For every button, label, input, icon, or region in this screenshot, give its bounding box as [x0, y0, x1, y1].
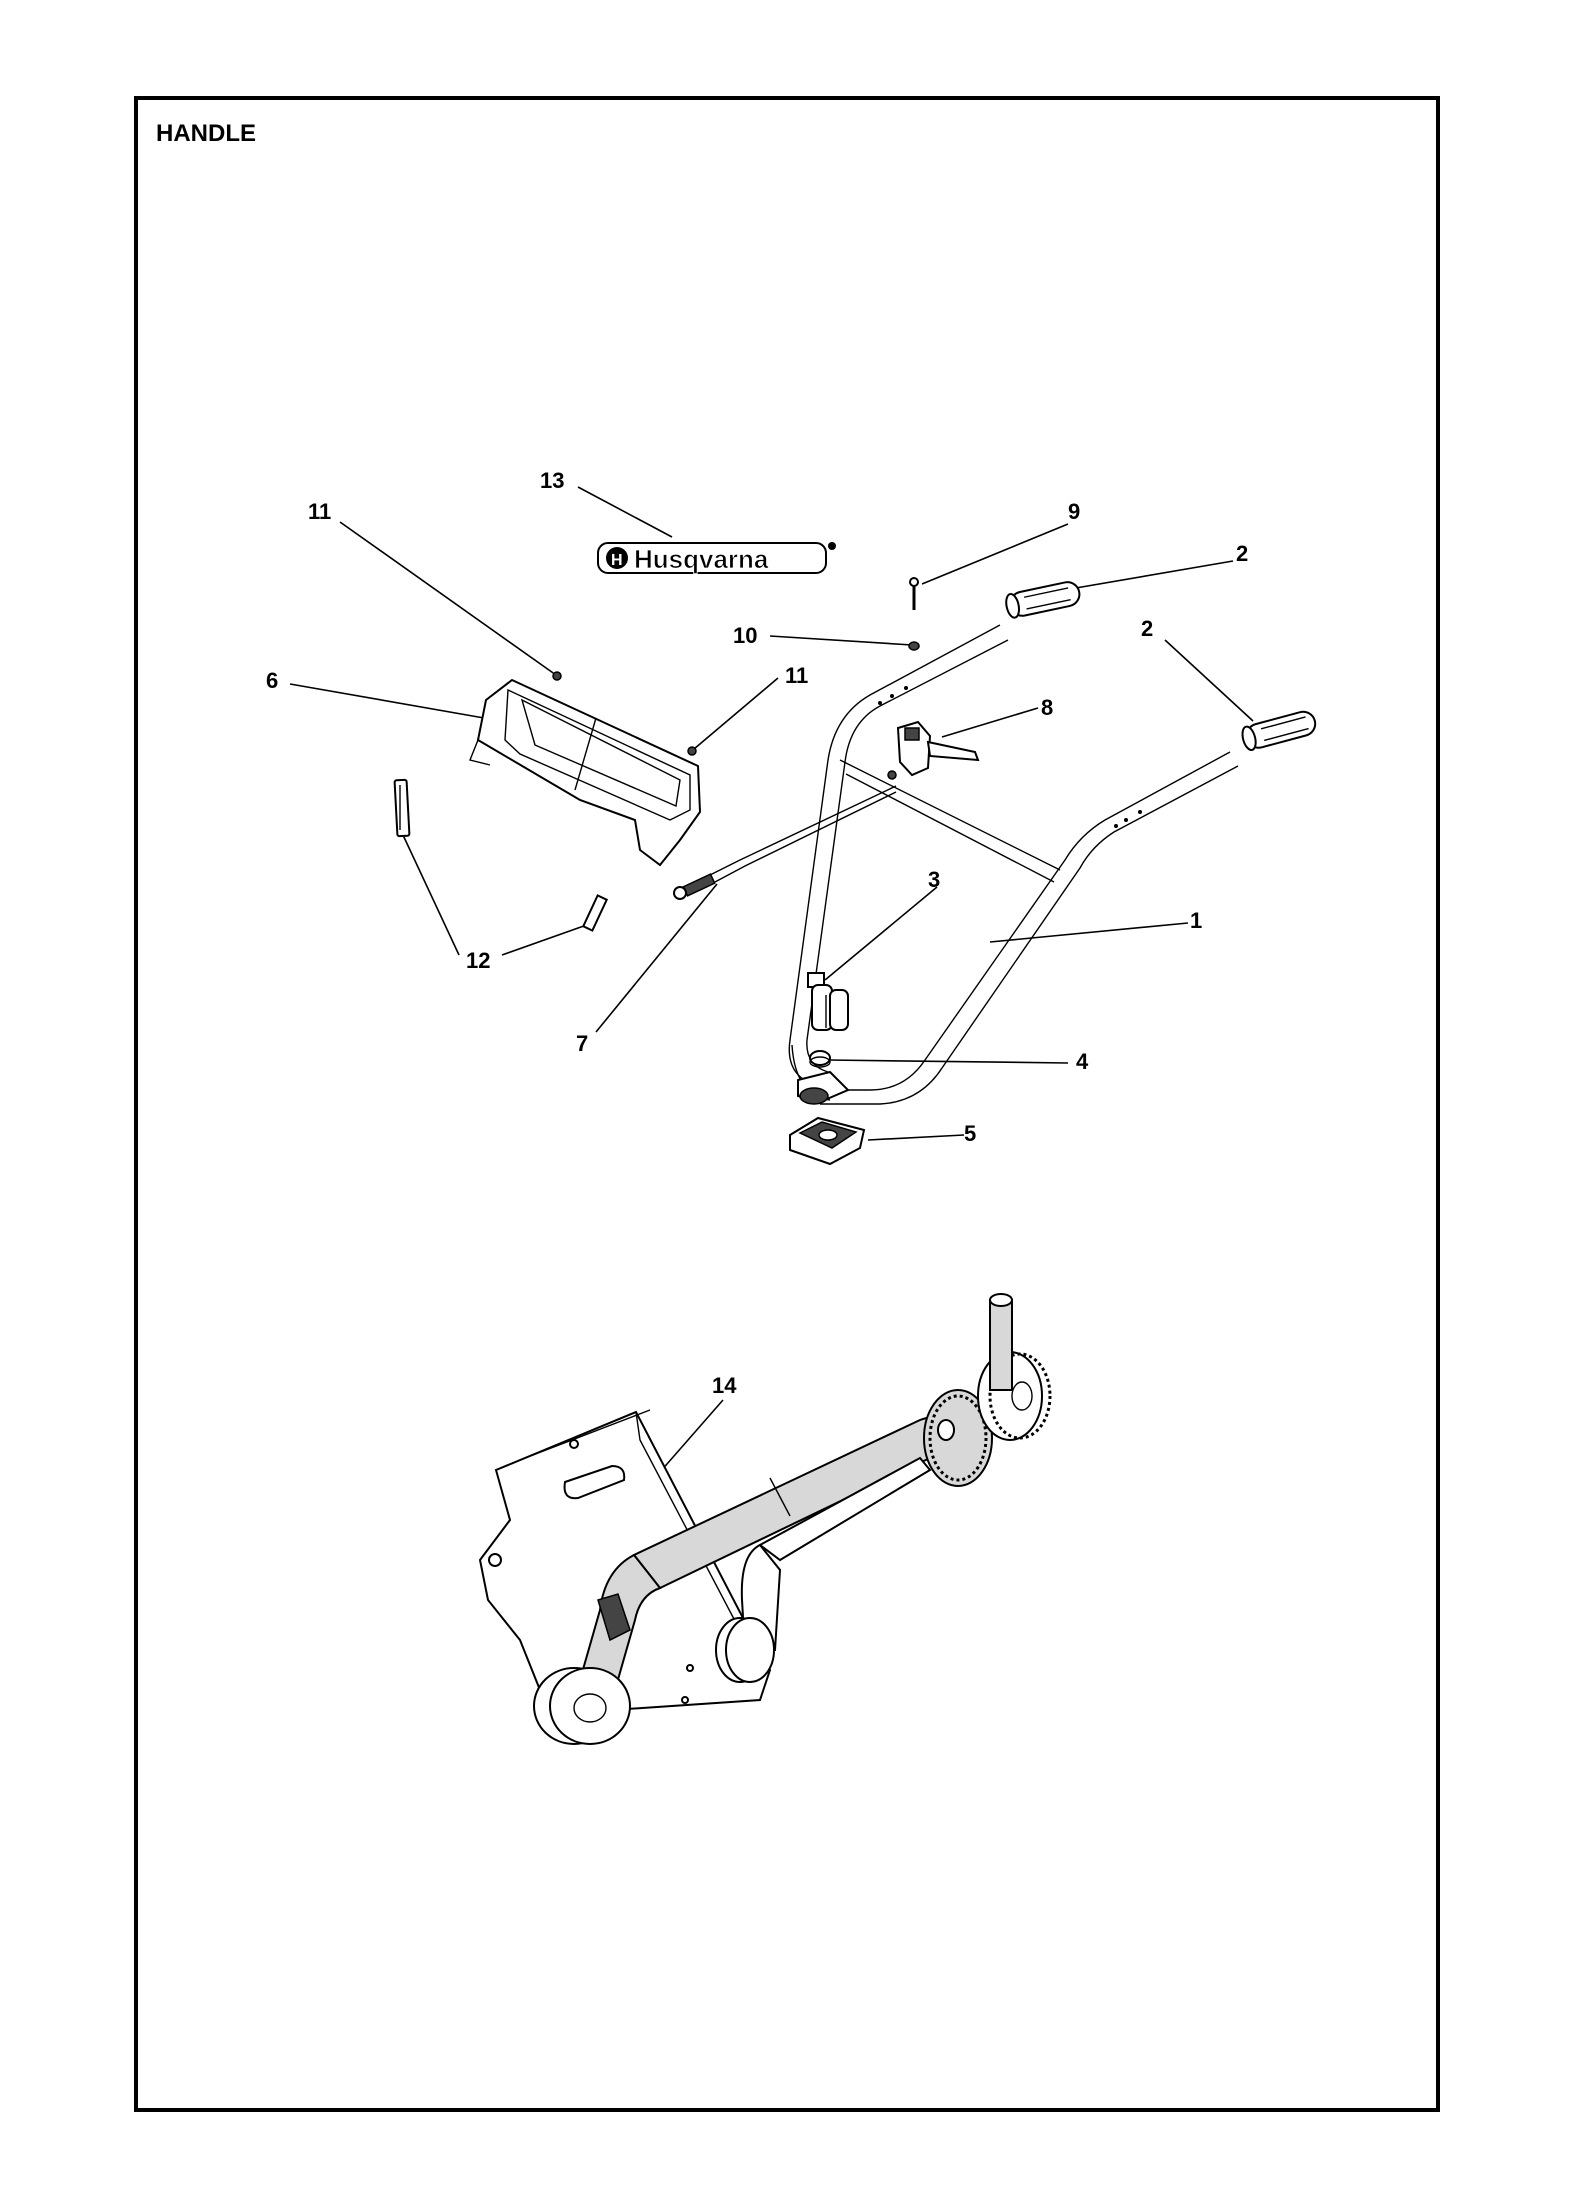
grip-2-upper — [1005, 581, 1081, 619]
callout-11-top: 11 — [308, 499, 331, 524]
callout-10: 10 — [733, 623, 757, 648]
drawing-frame — [134, 96, 1440, 2112]
leader-11a — [339, 521, 557, 676]
callout-6: 6 — [266, 668, 278, 693]
leader-6 — [289, 683, 485, 719]
svg-text:H: H — [611, 552, 623, 569]
callout-8: 8 — [1041, 695, 1053, 720]
callout-labels: 13 11 9 2 10 2 6 11 8 3 1 12 7 4 5 14 — [266, 468, 1248, 1398]
leader-4 — [827, 1059, 1069, 1064]
leader-5 — [867, 1134, 965, 1141]
callout-2-upper: 2 — [1236, 541, 1248, 566]
callout-12: 12 — [466, 948, 490, 973]
leader-1 — [989, 922, 1189, 943]
husqvarna-decal: H Husqvarna — [597, 542, 836, 574]
page-title: HANDLE — [156, 120, 256, 147]
husqvarna-logo-text: Husqvarna — [634, 544, 769, 574]
leader-2b — [1164, 639, 1254, 722]
leader-8 — [941, 707, 1039, 738]
cable-7 — [673, 785, 897, 900]
callout-9: 9 — [1068, 499, 1080, 524]
leader-12a — [402, 834, 460, 956]
pin-12 — [393, 778, 609, 932]
assembly-14 — [478, 1293, 1052, 1745]
leader-12b — [501, 921, 596, 956]
handle-frame-1 — [788, 624, 1239, 1105]
grip-2-lower — [1241, 710, 1317, 751]
callout-3: 3 — [928, 867, 940, 892]
leader-3 — [824, 886, 938, 981]
adjuster-3 — [807, 972, 849, 1031]
cover-6 — [469, 678, 702, 867]
bolt-9 — [909, 577, 919, 610]
callout-1: 1 — [1190, 908, 1202, 933]
leader-2a — [1069, 560, 1234, 590]
callout-2-lower: 2 — [1141, 616, 1153, 641]
leader-lines — [289, 486, 1254, 1489]
leader-9 — [921, 523, 1069, 585]
screw-11 — [552, 671, 697, 756]
callout-7: 7 — [576, 1031, 588, 1056]
callout-13: 13 — [540, 468, 564, 493]
knob-4 — [797, 1050, 850, 1105]
callout-5: 5 — [964, 1121, 976, 1146]
leader-13 — [577, 486, 673, 538]
callout-4: 4 — [1076, 1049, 1089, 1074]
lever-8 — [887, 720, 980, 780]
leader-11b — [693, 677, 779, 750]
leader-7 — [595, 883, 718, 1033]
leader-10 — [769, 635, 913, 646]
mount-block-5 — [789, 1116, 866, 1166]
callout-14: 14 — [712, 1373, 737, 1398]
callout-11-mid: 11 — [785, 663, 808, 688]
nut-10 — [908, 641, 920, 651]
